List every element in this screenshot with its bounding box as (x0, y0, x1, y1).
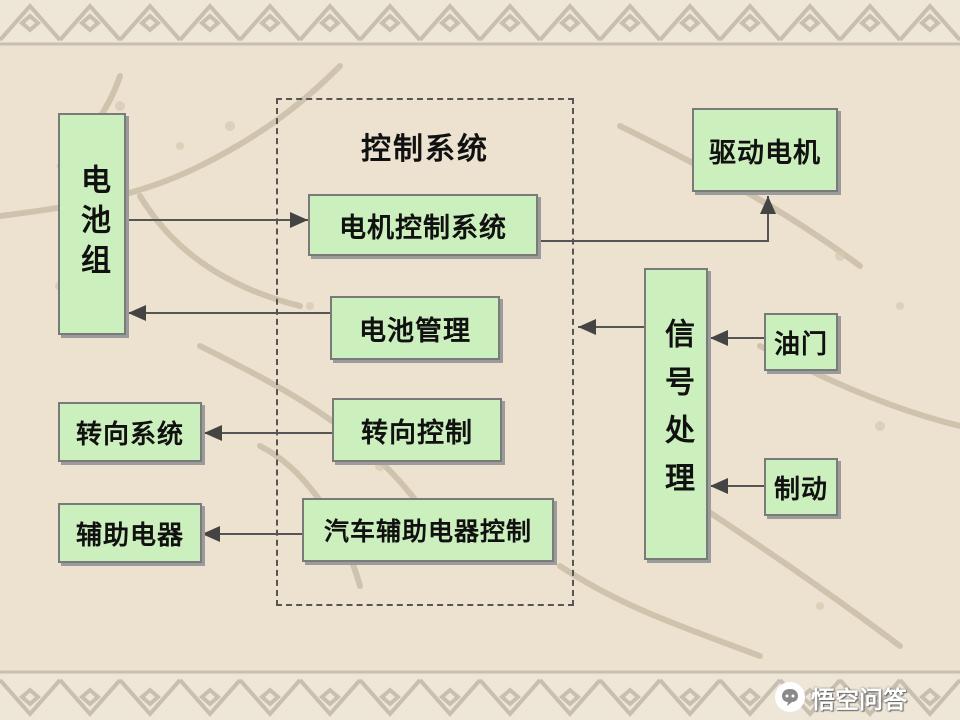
auxiliary-control-node: 汽车辅助电器控制 (302, 498, 554, 562)
decorative-border-bottom (0, 670, 960, 720)
throttle-node: 油门 (764, 313, 838, 371)
signal-processing-node: 信号处理 (644, 268, 708, 560)
drive-motor-node: 驱动电机 (692, 108, 838, 192)
steering-system-node: 转向系统 (58, 402, 202, 462)
motor-control-system-node: 电机控制系统 (308, 194, 538, 256)
watermark-text: 悟空问答 (811, 685, 907, 714)
chat-bubble-icon (775, 682, 805, 712)
battery-pack-node: 电池组 (58, 113, 126, 335)
brake-node: 制动 (764, 458, 838, 516)
battery-management-node: 电池管理 (330, 296, 500, 360)
control-system-group (276, 98, 574, 606)
watermark: 悟空问答 (775, 680, 907, 714)
steering-control-node: 转向控制 (332, 398, 502, 462)
control-system-title: 控制系统 (361, 132, 489, 167)
auxiliary-appliances-node: 辅助电器 (58, 503, 202, 563)
decorative-border-top (0, 0, 960, 46)
